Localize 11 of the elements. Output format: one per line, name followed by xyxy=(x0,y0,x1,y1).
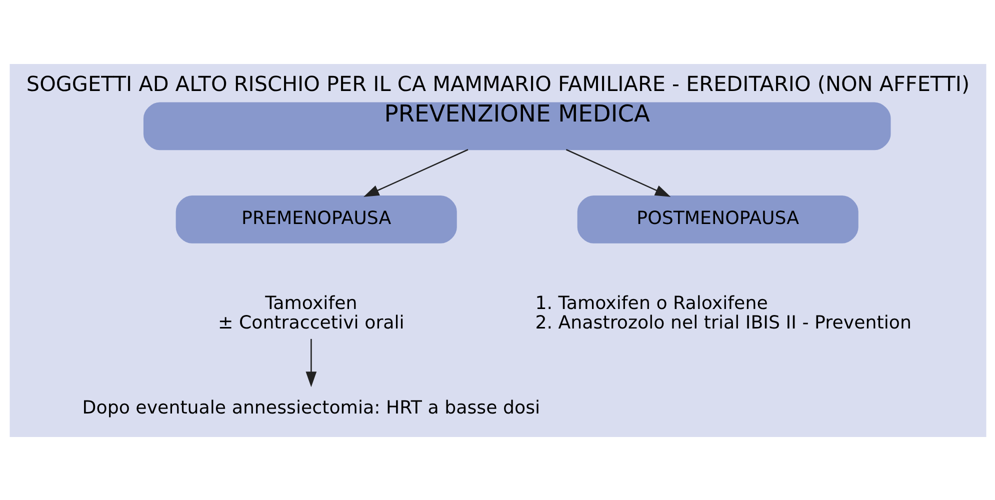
arrow xyxy=(565,148,670,196)
diagram-title: SOGGETTI AD ALTO RISCHIO PER IL CA MAMMARIO FAMILIARE - EREDITARIO (NON AFFETTI) xyxy=(26,71,970,96)
node-box: PREMENOPAUSA xyxy=(175,194,456,243)
arrow xyxy=(305,338,316,387)
node-label: 2. Anastrozolo nel trial IBIS II - Prevention xyxy=(534,312,911,333)
node-text: Dopo eventuale annessiectomia: HRT a basse dosi xyxy=(82,396,540,418)
arrow xyxy=(363,148,468,196)
node-label: 1. Tamoxifen o Raloxifene xyxy=(534,292,768,314)
node-text: Tamoxifen ± Contraccetivi orali xyxy=(218,292,404,333)
node-box: POSTMENOPAUSA xyxy=(576,194,858,243)
node-box: PREVENZIONE MEDICA xyxy=(142,102,890,150)
